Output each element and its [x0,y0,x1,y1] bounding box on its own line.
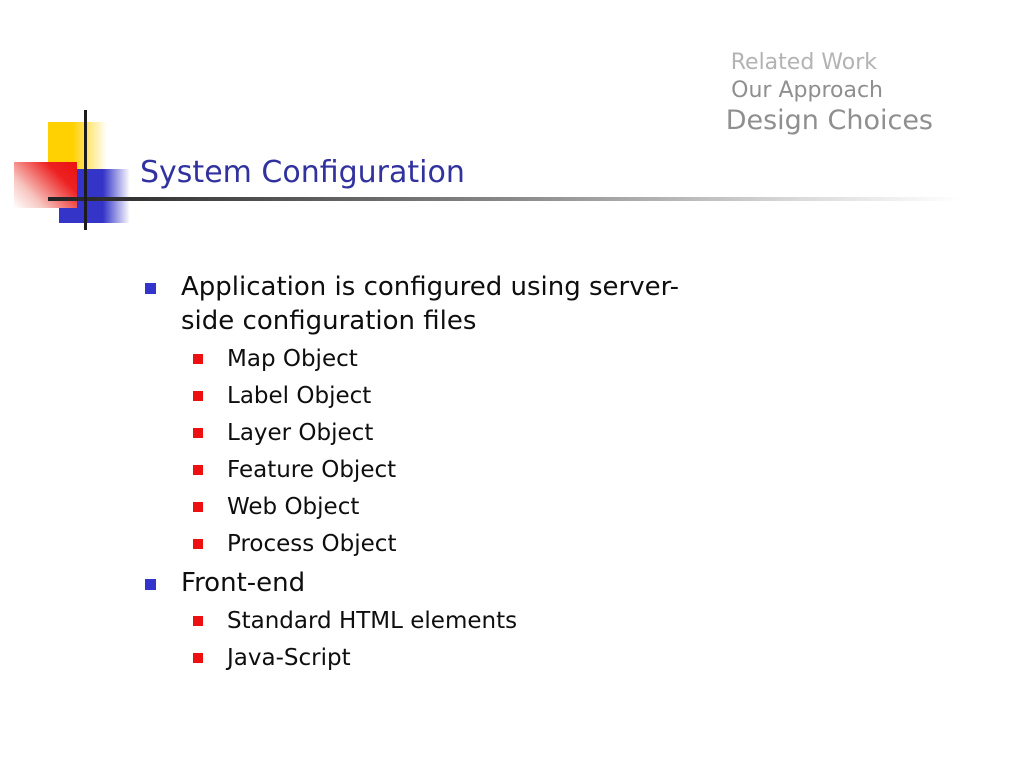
nav-item-our-approach: Our Approach [731,78,883,103]
sub-bullet-square-icon [193,616,203,626]
bullet-text: Application is configured using server-s… [181,272,680,336]
nav-item-design-choices: Design Choices [725,105,933,136]
bullet-item: Front-end [140,566,760,600]
logo-vertical-line [84,110,87,230]
sub-bullet-square-icon [193,428,203,438]
title-underline [48,197,960,201]
sub-bullet-square-icon [193,502,203,512]
sub-bullet-square-icon [193,539,203,549]
sub-bullet-text: Java-Script [227,645,351,671]
nav-item-related-work: Related Work [730,50,877,75]
bullet-square-icon [145,283,156,294]
sub-bullet-item: Feature Object [193,455,760,485]
sub-bullet-text: Label Object [227,383,372,409]
bullet-item: Application is configured using server-s… [140,270,760,338]
sub-bullet-item: Standard HTML elements [193,606,760,636]
bullet-square-icon [145,579,156,590]
logo-red-square [14,162,77,208]
sub-bullet-item: Web Object [193,492,760,522]
sub-bullet-item: Process Object [193,529,760,559]
sub-bullet-item: Label Object [193,381,760,411]
sub-bullet-square-icon [193,391,203,401]
sub-bullet-square-icon [193,653,203,663]
sub-bullet-text: Feature Object [227,457,397,483]
bullet-text: Front-end [181,568,306,598]
slide-body: Application is configured using server-s… [140,270,760,680]
sub-bullet-text: Standard HTML elements [227,608,518,634]
sub-bullet-text: Web Object [227,494,360,520]
sub-bullet-square-icon [193,465,203,475]
slide-title: System Configuration [140,155,465,190]
sub-bullet-square-icon [193,354,203,364]
sub-bullet-item: Map Object [193,344,760,374]
sub-bullet-item: Layer Object [193,418,760,448]
sub-bullet-text: Layer Object [227,420,374,446]
sub-bullet-text: Process Object [227,531,397,557]
sub-bullet-item: Java-Script [193,643,760,673]
sub-bullet-list: Standard HTML elements Java-Script [140,606,760,673]
sub-bullet-list: Map Object Label Object Layer Object Fea… [140,344,760,559]
sub-bullet-text: Map Object [227,346,358,372]
